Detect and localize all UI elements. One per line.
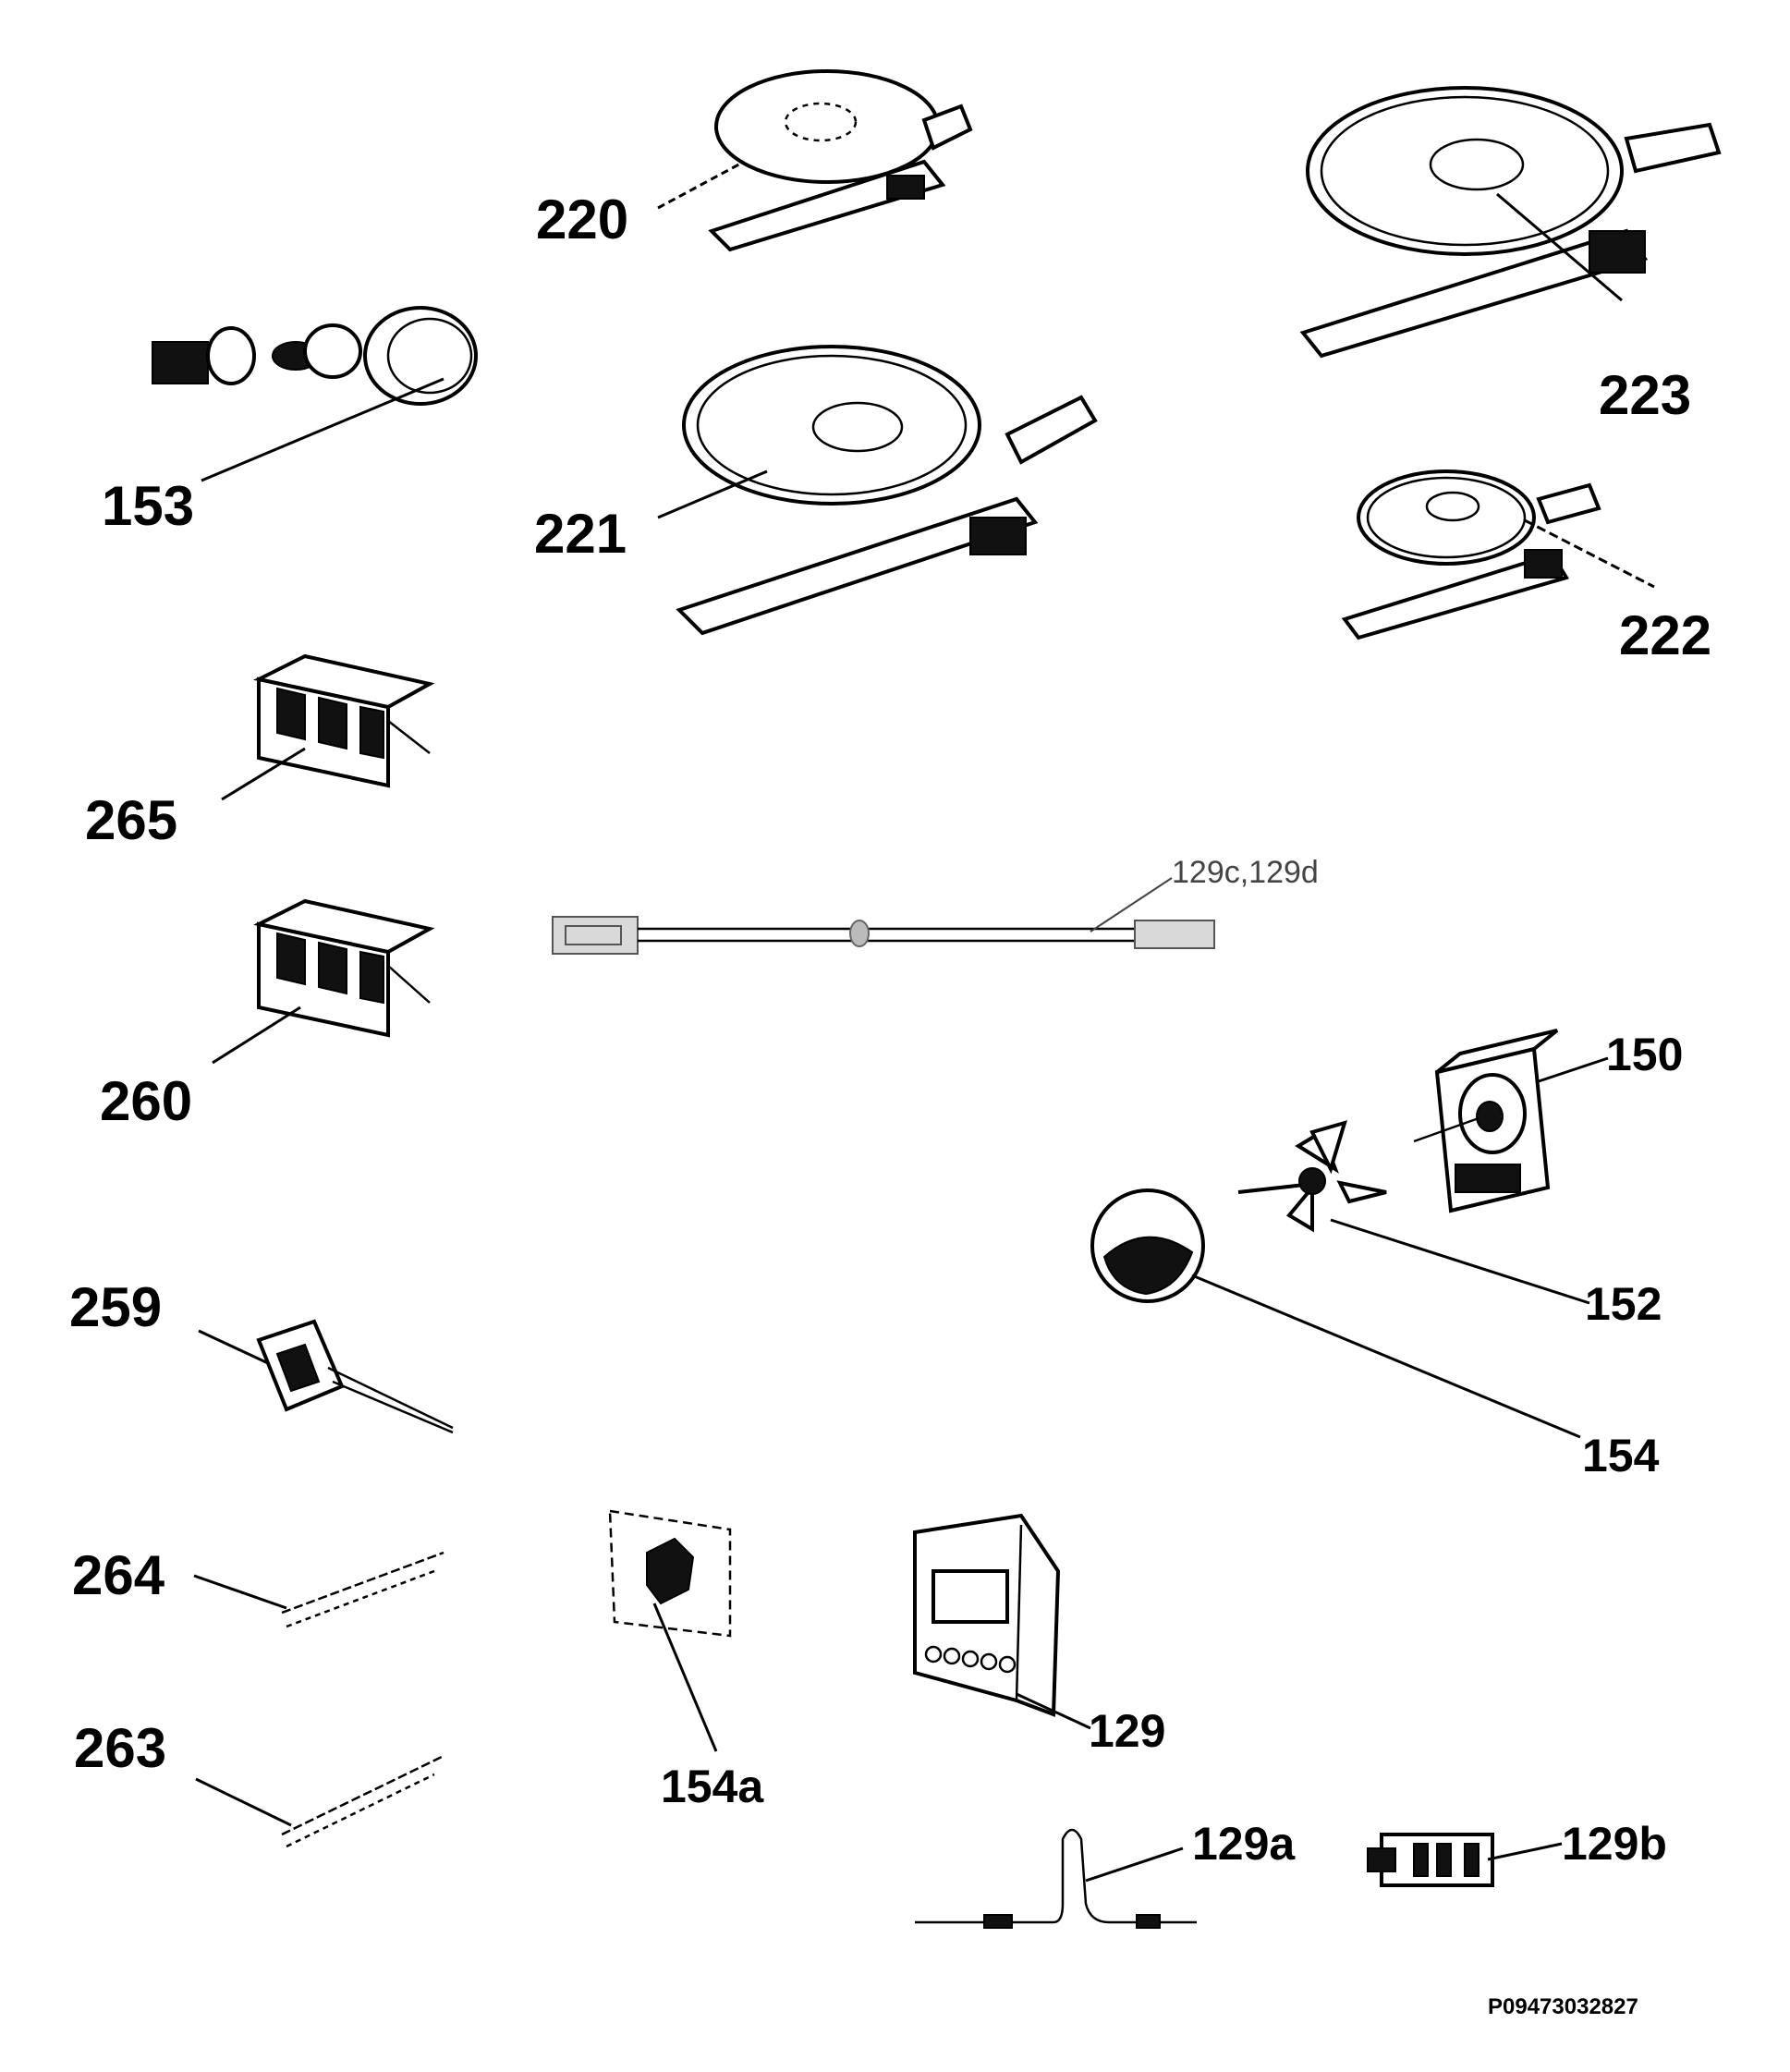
leader-154: [1191, 1274, 1581, 1439]
leader-129b: [1487, 1842, 1563, 1861]
selector-switch-265: [253, 653, 435, 788]
callout-129cd: 129c,129d: [1172, 855, 1319, 890]
callout-152: 152: [1585, 1278, 1662, 1330]
callout-222: 222: [1619, 604, 1711, 666]
hob-element-221: [676, 345, 1098, 636]
cable-harness-129cd: [552, 916, 1215, 955]
leader-259: [198, 1329, 269, 1365]
hob-element-220: [708, 69, 973, 252]
callout-223: 223: [1599, 364, 1691, 426]
callout-129: 129: [1089, 1705, 1165, 1757]
callout-129a: 129a: [1192, 1818, 1296, 1870]
callout-221: 221: [534, 503, 627, 565]
callout-265: 265: [85, 789, 177, 851]
leader-265: [221, 747, 306, 801]
hob-element-223: [1299, 86, 1722, 359]
leader-129: [1016, 1692, 1091, 1730]
fan-cover-plate-154a: [608, 1509, 732, 1638]
connector-263: [281, 1754, 444, 1848]
leader-221: [657, 469, 768, 519]
callout-259: 259: [69, 1276, 162, 1338]
fan-impeller-152: [1237, 1120, 1387, 1233]
leader-129cd: [1090, 877, 1173, 932]
hob-element-222: [1341, 469, 1601, 640]
leader-129a: [1085, 1847, 1184, 1883]
callout-220: 220: [536, 189, 628, 250]
callout-129b: 129b: [1562, 1818, 1667, 1870]
callout-264: 264: [72, 1544, 165, 1606]
callout-153: 153: [102, 475, 194, 537]
leader-153: [201, 377, 444, 482]
callout-150: 150: [1606, 1029, 1683, 1080]
leader-222: [1524, 518, 1655, 589]
oven-lamp-153: [152, 306, 478, 406]
timer-module-129: [913, 1513, 1061, 1717]
leader-260: [212, 1006, 301, 1065]
cable-129a: [915, 1828, 1197, 1929]
callout-260: 260: [100, 1070, 192, 1132]
callout-154a: 154a: [661, 1761, 764, 1812]
leader-154a: [652, 1603, 718, 1752]
callout-154: 154: [1582, 1430, 1660, 1481]
connector-264: [281, 1551, 444, 1628]
leader-264: [193, 1574, 287, 1610]
leader-223: [1496, 192, 1623, 302]
switch-shaft-259: [256, 1319, 454, 1434]
fan-motor-150: [1413, 1029, 1559, 1213]
selector-switch-260: [253, 898, 435, 1038]
fan-cover-154: [1090, 1188, 1205, 1303]
leader-152: [1330, 1218, 1590, 1305]
callout-263: 263: [74, 1717, 166, 1779]
connector-plug-129b: [1367, 1833, 1494, 1887]
leader-220: [657, 160, 745, 210]
document-reference: P09473032827: [1488, 1994, 1638, 2019]
leader-263: [195, 1777, 292, 1827]
leader-150: [1538, 1056, 1609, 1083]
